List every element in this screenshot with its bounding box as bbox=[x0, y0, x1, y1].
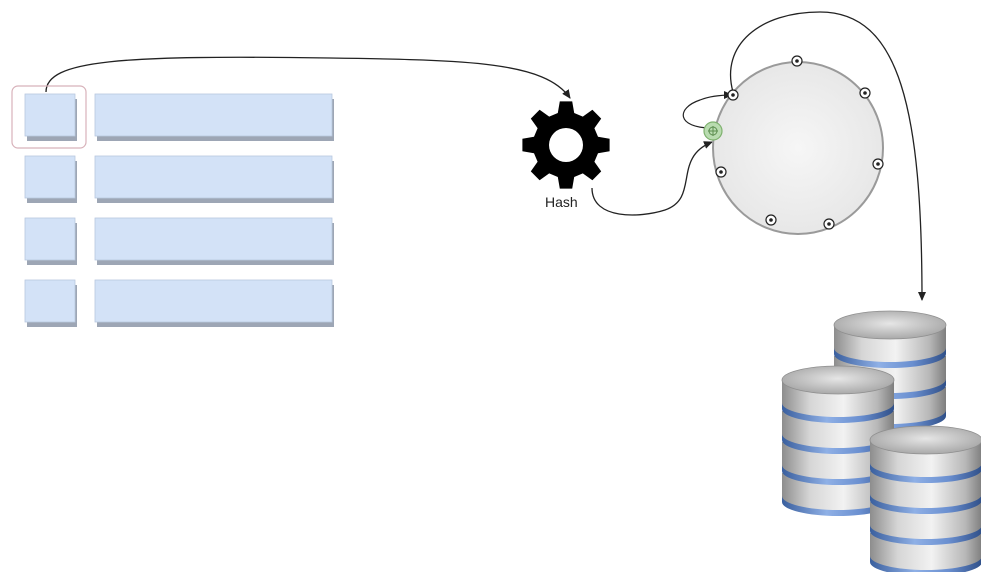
row-to-hash-arrow bbox=[45, 56, 571, 99]
hash-ring-icon bbox=[703, 55, 884, 235]
hash-to-ring-arrow bbox=[591, 141, 713, 216]
ring-node bbox=[765, 214, 777, 226]
table-row bbox=[24, 217, 334, 265]
connectors bbox=[45, 11, 926, 301]
insert-point bbox=[703, 121, 723, 141]
value-cell bbox=[94, 217, 333, 261]
key-cell bbox=[24, 217, 76, 261]
ring-node bbox=[823, 218, 835, 230]
database-cluster-icon bbox=[781, 310, 981, 572]
ring-node bbox=[715, 166, 727, 178]
ring-node bbox=[859, 87, 871, 99]
table-row bbox=[24, 155, 334, 203]
ring-walk-arrow bbox=[682, 91, 733, 129]
ring-node bbox=[872, 158, 884, 170]
key-cell bbox=[24, 279, 76, 323]
table-row bbox=[11, 85, 334, 149]
key-cell bbox=[24, 93, 76, 137]
gear-hole bbox=[549, 128, 583, 162]
key-cell bbox=[24, 155, 76, 199]
database-stack bbox=[781, 365, 895, 516]
selected-key-highlight bbox=[11, 85, 87, 149]
value-cell bbox=[94, 279, 333, 323]
database-stack bbox=[869, 425, 981, 572]
node-to-storage-arrow bbox=[729, 11, 926, 301]
value-cell bbox=[94, 155, 333, 199]
table-rows bbox=[11, 85, 334, 327]
hash-ring bbox=[712, 61, 884, 235]
ring-node bbox=[727, 89, 739, 101]
hash-label: Hash bbox=[545, 194, 578, 210]
value-cell bbox=[94, 93, 333, 137]
gear-icon bbox=[522, 101, 610, 189]
table-row bbox=[24, 279, 334, 327]
ring-node bbox=[791, 55, 803, 67]
ring-nodes bbox=[715, 55, 884, 230]
